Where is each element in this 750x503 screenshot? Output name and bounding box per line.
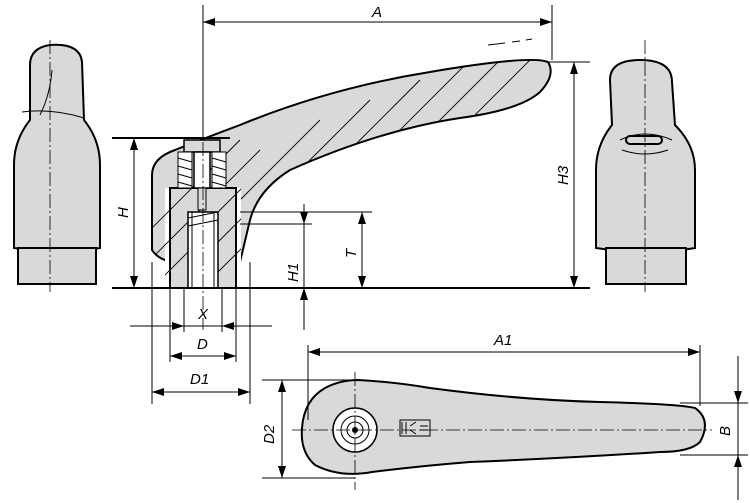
dimension-h1-label: H1 [285, 263, 302, 282]
dimension-a: A [202, 4, 553, 138]
left-side-view [13, 40, 101, 292]
kipp-logo [399, 419, 431, 437]
dimension-d: D [169, 288, 237, 362]
dimension-a-label: A [371, 4, 382, 21]
dimension-d1-label: D1 [190, 371, 209, 388]
dimension-b: B [680, 356, 748, 500]
dimension-d-label: D [197, 336, 208, 353]
dimension-h1: H1 [240, 204, 312, 330]
dimension-b-label: B [717, 426, 734, 436]
screw-and-spring [177, 139, 227, 211]
dimension-t-label: T [343, 247, 360, 258]
lever-top-view [292, 372, 712, 490]
dimension-d2: D2 [261, 379, 355, 479]
dimension-d1: D1 [151, 262, 251, 404]
dimension-a1-label: A1 [493, 332, 512, 349]
dimension-a1: A1 [307, 332, 701, 420]
lever-section-view [112, 58, 590, 330]
dimension-h-label: H [115, 207, 132, 218]
dimension-h: H [115, 138, 138, 288]
dimension-h3: H3 [545, 61, 590, 288]
dimension-t: T [240, 211, 372, 288]
right-side-view [595, 40, 696, 292]
dimension-d2-label: D2 [261, 424, 278, 444]
dimension-x-label: X [197, 306, 209, 323]
dimension-h3-label: H3 [555, 165, 572, 185]
dimension-x: X [130, 288, 272, 332]
